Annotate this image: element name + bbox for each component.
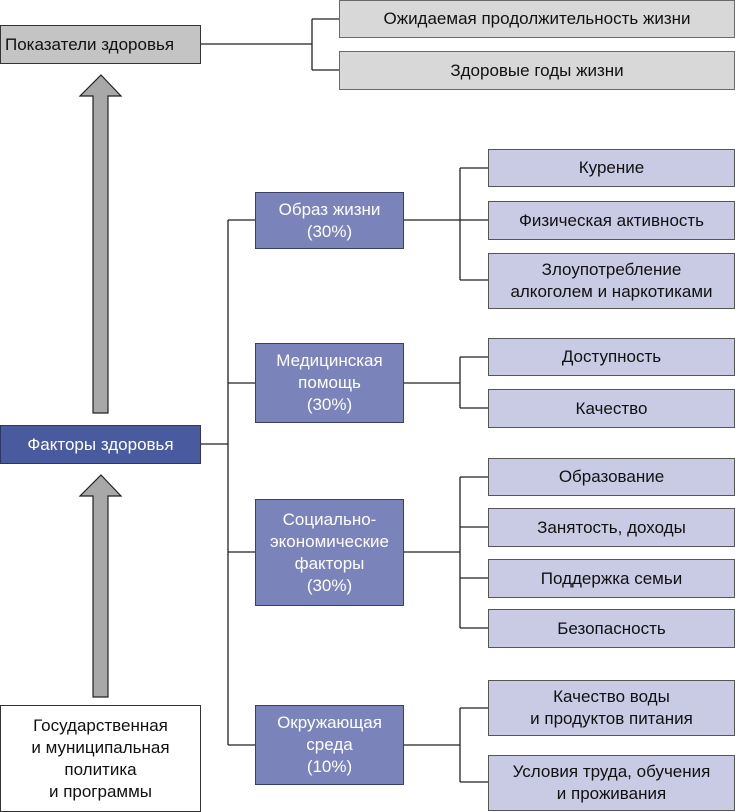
policy-label: Государственная и муниципальная политика…	[31, 715, 170, 801]
category-label: Окружающая среда (10%)	[277, 713, 382, 776]
arrow-up-icon	[78, 74, 123, 414]
factor-item: Доступность	[488, 338, 735, 376]
factor-item-label: Образование	[558, 467, 665, 486]
factor-item: Безопасность	[488, 609, 735, 648]
health-indicators-label: Показатели здоровья	[5, 34, 175, 54]
category-label: Медицинская помощь (30%)	[276, 351, 383, 414]
category-medical-care: Медицинская помощь (30%)	[255, 343, 404, 423]
factor-item: Поддержка семьи	[488, 559, 735, 598]
health-factors-box: Факторы здоровья	[0, 425, 201, 464]
indicator-item: Ожидаемая продолжительность жизни	[339, 0, 735, 38]
factor-item-label: Поддержка семьи	[540, 568, 683, 588]
arrow-up-icon	[78, 474, 123, 698]
policy-box: Государственная и муниципальная политика…	[0, 705, 201, 812]
health-indicators-box: Показатели здоровья	[0, 25, 201, 64]
factor-item: Условия труда, обучения и проживания	[488, 755, 735, 811]
factor-item-label: Физическая активность	[518, 210, 705, 230]
factor-item-label: Качество	[575, 398, 648, 418]
indicator-item: Здоровые годы жизни	[339, 51, 735, 90]
factor-item: Физическая активность	[488, 201, 735, 240]
category-lifestyle: Образ жизни (30%)	[255, 192, 404, 249]
factor-item: Курение	[488, 149, 735, 187]
category-label: Образ жизни (30%)	[278, 199, 381, 241]
factor-item: Качество воды и продуктов питания	[488, 680, 735, 736]
category-environment: Окружающая среда (10%)	[255, 705, 404, 785]
category-label: Социально- экономические факторы (30%)	[270, 509, 389, 595]
factor-item-label: Занятость, доходы	[537, 517, 686, 537]
factor-item-label: Доступность	[561, 347, 662, 366]
factor-item: Злоупотребление алкоголем и наркотиками	[488, 253, 735, 309]
factor-item: Образование	[488, 458, 735, 496]
factor-item-label: Курение	[578, 158, 645, 177]
factor-item: Качество	[488, 389, 735, 428]
indicator-item-label: Ожидаемая продолжительность жизни	[383, 9, 691, 28]
factor-item-label: Качество воды и продуктов питания	[530, 687, 693, 728]
indicator-item-label: Здоровые годы жизни	[450, 60, 624, 80]
factor-item-label: Безопасность	[557, 618, 666, 638]
category-socioeconomic: Социально- экономические факторы (30%)	[255, 499, 404, 606]
factor-item-label: Злоупотребление алкоголем и наркотиками	[510, 260, 713, 301]
factor-item-label: Условия труда, обучения и проживания	[512, 762, 711, 803]
factor-item: Занятость, доходы	[488, 508, 735, 547]
health-factors-label: Факторы здоровья	[27, 434, 174, 454]
